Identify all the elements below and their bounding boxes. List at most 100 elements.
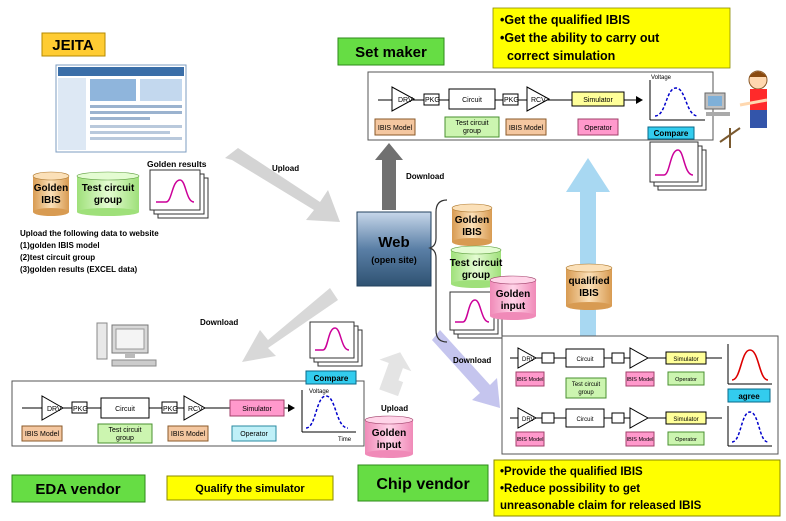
chip-top-ibis-model-box [515, 371, 545, 387]
eda-ibis-model-label-2: IBIS Model [171, 431, 206, 438]
set-maker-operator-box [577, 118, 619, 136]
jeita-golden-ibis-cylinder [32, 171, 70, 216]
upload-list-line-3: (2)test circuit group [20, 253, 95, 262]
eda-ibis-model-box [21, 425, 63, 442]
chip-bottom-ibis-model-box [515, 431, 545, 447]
chip-vendor-benefits-note [493, 459, 781, 517]
qualified-ibis-cylinder [565, 263, 613, 310]
set-maker-benefits-note [492, 7, 731, 69]
set-maker-voltage-label: Voltage [651, 75, 672, 81]
chip-note-line-1: •Provide the qualified IBIS [500, 466, 643, 478]
set-maker-ibis-model-box [374, 118, 416, 136]
set-maker-note-line-1: •Get the qualified IBIS [500, 13, 630, 27]
set-maker-ibis-model-box-2 [505, 118, 547, 136]
jeita-website-screenshot [55, 64, 187, 153]
web-golden-ibis-line-2: IBIS [462, 227, 482, 238]
download-label-right: Download [453, 356, 491, 365]
download-label-top: Download [406, 172, 444, 181]
upload-list-line-1: Upload the following data to website [20, 229, 159, 238]
eda-simulator-label: Simulator [242, 406, 272, 413]
chip-bottom-simulator-label: Simulator [673, 417, 698, 423]
eda-rcv-label: RCV [188, 406, 203, 413]
eda-vendor-label: EDA vendor [35, 481, 120, 498]
eda-time-label: Time [338, 437, 352, 443]
jeita-golden-ibis-line-2: IBIS [41, 195, 61, 206]
chip-vendor-label-box [357, 464, 489, 502]
chip-bottom-ibis-model-label-2: IBIS Model [627, 437, 654, 443]
set-maker-pkg2-label: PKG [504, 97, 519, 104]
eda-compare-label: Compare [314, 374, 349, 383]
set-maker-ibis-model-label: IBIS Model [378, 125, 413, 132]
chip-top-ibis-model-label-2: IBIS Model [627, 377, 654, 383]
upload-label-top: Upload [272, 164, 299, 173]
set-maker-note-line-2: •Get the ability to carry out [500, 31, 660, 45]
web-golden-ibis-cylinder [451, 203, 493, 246]
set-maker-test-group-line-2: group [463, 128, 481, 135]
set-maker-pkg-label: PKG [425, 97, 440, 104]
upload-label-bottom: Upload [381, 404, 408, 413]
chip-bottom-operator-box [667, 431, 705, 446]
set-maker-test-group-line-1: Test circuit [455, 120, 488, 127]
eda-computer-icon [96, 322, 157, 367]
set-maker-test-group-box [444, 116, 500, 138]
eda-test-group-box [97, 423, 153, 444]
set-maker-label-box [337, 37, 445, 66]
web-golden-input-cylinder [489, 275, 537, 320]
set-maker-rcv-label: RCV [531, 97, 546, 104]
download-label-left: Download [200, 318, 238, 327]
chip-test-group-box [565, 377, 607, 399]
set-maker-waveform-plot [649, 80, 705, 121]
web-subtitle: (open site) [371, 255, 417, 265]
upload-arrow-eda-to-web [379, 352, 412, 397]
jeita-label: JEITA [52, 37, 94, 54]
chip-top-operator-box [667, 371, 705, 386]
jeita-test-circuit-line-1: Test circuit [82, 183, 135, 194]
chip-bottom-ibis-model-label: IBIS Model [517, 437, 544, 443]
eda-waveform-plot [301, 390, 356, 433]
chip-vendor-chain-top [510, 347, 722, 369]
eda-operator-label: Operator [240, 431, 268, 438]
eda-ibis-model-label: IBIS Model [25, 431, 60, 438]
chip-agree-label: agree [738, 392, 760, 401]
chip-test-group-line-2: group [578, 390, 594, 396]
chip-top-ibis-model-label: IBIS Model [517, 377, 544, 383]
eda-ibis-model-box-2 [167, 425, 209, 442]
chip-bottom-waveform-plot [727, 406, 772, 447]
chip-bottom-circuit-label: Circuit [576, 417, 593, 423]
chip-top-ibis-model-box-2 [625, 371, 655, 387]
web-golden-input-line-1: Golden [496, 289, 530, 300]
upload-list-line-2: (1)golden IBIS model [20, 241, 100, 250]
web-title: Web [378, 234, 409, 251]
chip-test-group-line-1: Test circuit [572, 382, 601, 388]
set-maker-simulator-label: Simulator [583, 97, 613, 104]
set-maker-label: Set maker [355, 44, 427, 61]
set-maker-operator-label: Operator [584, 125, 612, 132]
web-contents-bracket [428, 199, 448, 343]
jeita-golden-ibis-line-1: Golden [34, 183, 68, 194]
download-arrow-web-to-chipvendor [432, 330, 500, 408]
qualified-ibis-arrow-up [566, 158, 610, 345]
chip-top-simulator-label: Simulator [673, 357, 698, 363]
qualified-ibis-line-1: qualified [568, 276, 609, 287]
jeita-test-circuit-line-2: group [94, 195, 122, 206]
upload-list-line-4: (3)golden results (EXCEL data) [20, 265, 138, 274]
set-maker-drv-label: DRV [398, 97, 413, 104]
eda-drv-label: DRV [47, 406, 62, 413]
golden-results-label: Golden results [147, 159, 207, 169]
jeita-label-box [41, 32, 106, 57]
eda-voltage-label: Voltage [309, 389, 330, 395]
set-maker-note-line-3: correct simulation [500, 49, 615, 63]
eda-golden-input-line-1: Golden [372, 428, 406, 439]
upload-arrow-jeita-to-web [225, 148, 340, 222]
eda-test-group-line-2: group [116, 435, 134, 442]
eda-pkg-label: PKG [73, 406, 88, 413]
web-test-circuit-line-1: Test circuit [450, 258, 503, 269]
eda-note: Qualify the simulator [195, 483, 305, 495]
eda-golden-input-cylinder [364, 415, 414, 458]
eda-compare-box [305, 370, 357, 385]
eda-note-box [166, 475, 334, 501]
chip-note-line-2: •Reduce possibility to get [500, 483, 640, 495]
chip-top-operator-label: Operator [675, 377, 697, 383]
chip-vendor-chain-bottom [510, 407, 722, 429]
